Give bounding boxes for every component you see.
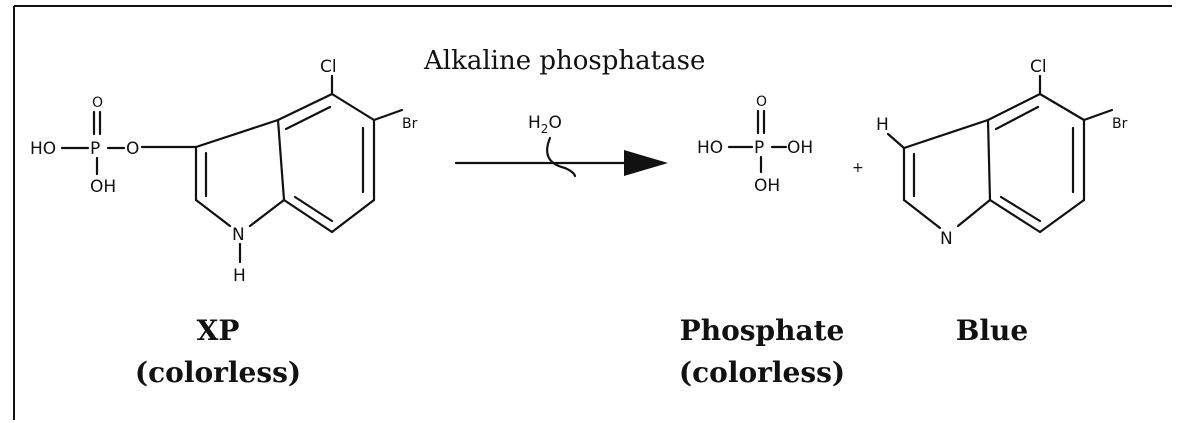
xp-name-caption: XP [197, 314, 240, 347]
xp-cl-label: Cl [320, 57, 337, 77]
phosphate-name-caption: Phosphate [680, 314, 845, 347]
blue-h-label: H [876, 115, 889, 135]
arrow-head [624, 150, 668, 176]
reagent-label: H2O [528, 113, 562, 136]
blue-name-caption: Blue [956, 314, 1028, 347]
enzyme-label: Alkaline phosphatase [423, 46, 705, 76]
phosphate-oh-bottom-label: OH [754, 176, 780, 196]
captions: XP (colorless) Phosphate (colorless) Blu… [135, 314, 1028, 389]
figure-frame [13, 5, 1172, 420]
phosphate-molecule: HO P O OH OH [697, 94, 813, 196]
xp-note-caption: (colorless) [135, 356, 301, 389]
blue-br-label: Br [1112, 116, 1128, 132]
reaction-arrow: Alkaline phosphatase H2O [423, 46, 705, 178]
xp-nh-h-label: H [233, 266, 246, 286]
reagent-o: O [548, 113, 561, 133]
xp-ester-o-label: O [126, 139, 139, 159]
blue-molecule: H N Cl Br [876, 57, 1128, 249]
xp-oxo-label: O [92, 95, 103, 111]
blue-n-label: N [940, 229, 953, 249]
xp-p-label: P [90, 139, 100, 159]
phosphate-oh-right-label: OH [787, 138, 813, 158]
phosphate-ho-label: HO [697, 138, 723, 158]
plus-sign: + [852, 160, 864, 176]
xp-br-label: Br [402, 116, 418, 132]
phosphate-p-label: P [754, 138, 764, 158]
xp-ho-label: HO [30, 139, 56, 159]
phosphate-oxo-label: O [756, 94, 767, 110]
xp-oh-label: OH [90, 177, 116, 197]
reagent-subscript: 2 [541, 122, 549, 136]
xp-nh-n-label: N [232, 225, 245, 245]
reagent-h: H [528, 113, 541, 133]
blue-cl-label: Cl [1030, 57, 1047, 77]
xp-molecule: HO P O OH O N H Cl Br [30, 57, 418, 286]
phosphate-note-caption: (colorless) [679, 356, 845, 389]
